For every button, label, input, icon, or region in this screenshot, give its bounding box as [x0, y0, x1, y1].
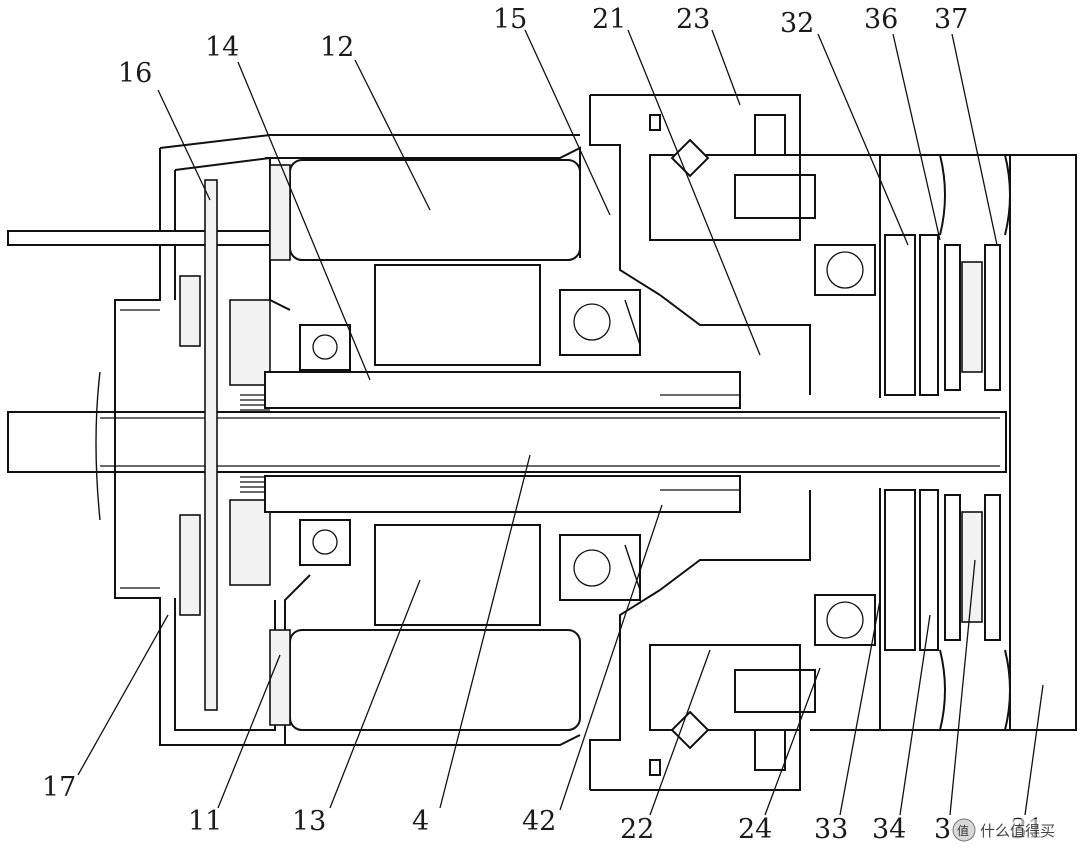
main-shaft [7, 371, 1007, 521]
drum-housing [880, 154, 1077, 731]
label-24: 24 [738, 814, 772, 845]
small-bearings [299, 324, 351, 566]
label-36: 36 [864, 4, 898, 35]
label-33: 33 [814, 814, 848, 845]
label-32: 32 [780, 8, 814, 39]
label-11: 11 [188, 806, 222, 837]
label-4: 4 [412, 806, 429, 837]
pistons [659, 174, 816, 713]
watermark: 值 什么值得买 [952, 818, 1065, 842]
label-42: 42 [522, 806, 556, 837]
label-13: 13 [292, 806, 326, 837]
label-14: 14 [205, 32, 239, 63]
rod [7, 230, 309, 246]
right-bearings [814, 244, 876, 646]
label-21: 21 [592, 4, 626, 35]
leader-lines [77, 29, 1044, 816]
clutch-pack [810, 154, 1001, 731]
svg-text:值: 值 [957, 823, 969, 838]
hub-sleeve [264, 371, 741, 513]
label-3x: 3 [934, 814, 951, 845]
label-22: 22 [620, 814, 654, 845]
watermark-text: 什么值得买 [980, 822, 1055, 840]
zhi-circle-icon: 值 [952, 818, 976, 842]
end-cover [114, 134, 580, 746]
label-15: 15 [493, 4, 527, 35]
label-37: 37 [934, 4, 968, 35]
label-12: 12 [320, 32, 354, 63]
label-23: 23 [676, 4, 710, 35]
label-34: 34 [872, 814, 906, 845]
label-16: 16 [118, 58, 152, 89]
stator [265, 146, 581, 746]
label-17: 17 [42, 772, 76, 803]
middle-bearings [559, 289, 641, 601]
